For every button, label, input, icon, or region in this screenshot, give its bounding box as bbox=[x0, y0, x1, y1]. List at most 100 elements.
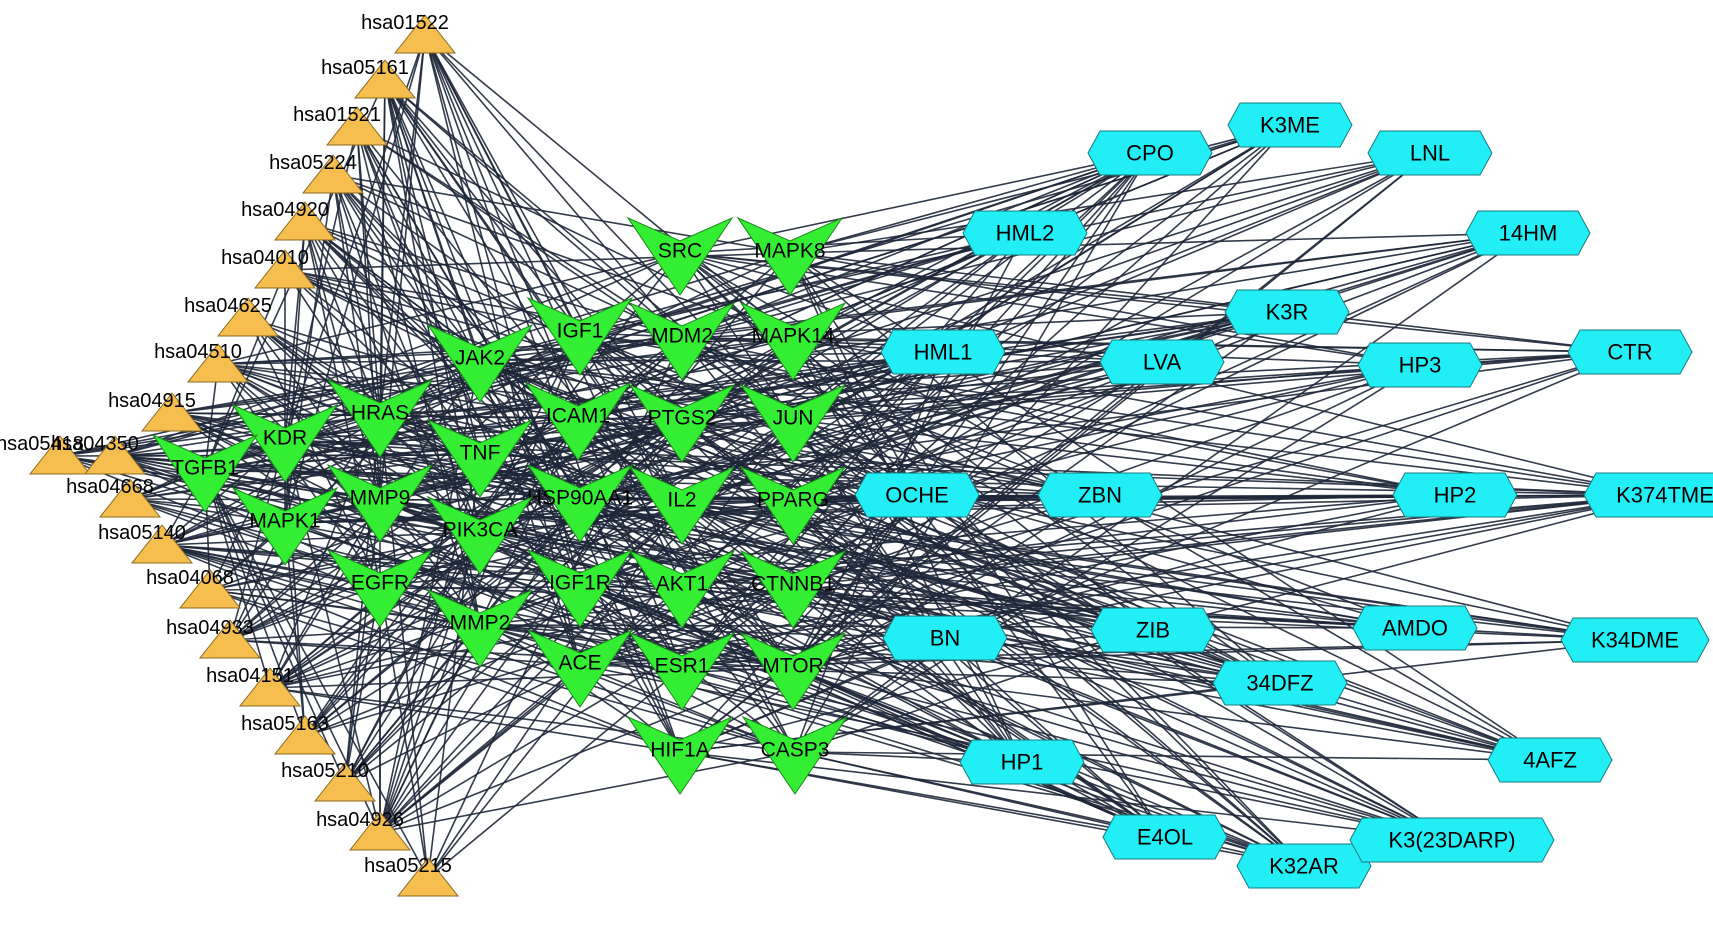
pathway-node[interactable] bbox=[301, 154, 365, 194]
edge bbox=[284, 269, 481, 456]
compound-node[interactable] bbox=[959, 739, 1085, 785]
target-node[interactable] bbox=[426, 495, 534, 575]
pathway-node[interactable] bbox=[186, 343, 250, 383]
pathway-node[interactable] bbox=[253, 249, 317, 289]
target-node[interactable] bbox=[628, 549, 736, 629]
compound-node[interactable] bbox=[1357, 342, 1483, 388]
target-node[interactable] bbox=[626, 216, 734, 296]
target-node[interactable] bbox=[739, 549, 847, 629]
edge bbox=[379, 624, 481, 833]
compound-node[interactable] bbox=[1102, 814, 1228, 860]
target-node[interactable] bbox=[736, 216, 844, 296]
compound-node[interactable] bbox=[1367, 130, 1493, 176]
pathway-node[interactable] bbox=[198, 619, 262, 659]
compound-node[interactable] bbox=[1487, 737, 1613, 783]
target-node[interactable] bbox=[326, 463, 434, 543]
target-node[interactable] bbox=[326, 548, 434, 628]
compound-node[interactable] bbox=[880, 329, 1006, 375]
compound-node[interactable] bbox=[1087, 130, 1213, 176]
pathway-node[interactable] bbox=[83, 435, 147, 475]
pathway-node[interactable] bbox=[396, 857, 460, 897]
compound-node[interactable] bbox=[1560, 617, 1710, 663]
target-label: MDM2 bbox=[651, 325, 713, 348]
pathway-node[interactable] bbox=[178, 569, 242, 609]
target-node[interactable] bbox=[628, 383, 736, 463]
target-node[interactable] bbox=[628, 631, 736, 711]
pathway-node[interactable] bbox=[130, 524, 194, 564]
compound-node[interactable] bbox=[1465, 210, 1591, 256]
target-node[interactable] bbox=[626, 715, 734, 795]
target-label: IGF1 bbox=[557, 320, 604, 343]
compound-node[interactable] bbox=[1227, 102, 1353, 148]
pathway-node[interactable] bbox=[216, 297, 280, 337]
pathway-node[interactable] bbox=[238, 667, 302, 707]
compound-node[interactable] bbox=[1212, 660, 1348, 706]
pathway-label: hsa05161 bbox=[321, 57, 409, 79]
target-node[interactable] bbox=[526, 296, 634, 376]
edge bbox=[344, 664, 581, 784]
target-node[interactable] bbox=[739, 465, 847, 545]
edge bbox=[384, 79, 794, 421]
edge bbox=[379, 584, 429, 879]
target-node[interactable] bbox=[326, 378, 434, 458]
target-node[interactable] bbox=[628, 465, 736, 545]
target-node[interactable] bbox=[231, 403, 339, 483]
target-node[interactable] bbox=[739, 301, 847, 381]
target-label: JAK2 bbox=[455, 347, 505, 370]
pathway-node[interactable] bbox=[28, 435, 92, 475]
edge bbox=[304, 221, 683, 339]
edge bbox=[579, 364, 1421, 666]
pathway-node[interactable] bbox=[325, 106, 389, 146]
target-label: AKT1 bbox=[656, 573, 709, 596]
edge bbox=[204, 469, 271, 689]
pathway-node[interactable] bbox=[273, 715, 337, 755]
edge bbox=[379, 531, 481, 833]
pathway-node[interactable] bbox=[353, 59, 417, 99]
compound-node[interactable] bbox=[854, 472, 980, 518]
edge bbox=[792, 337, 1166, 838]
compound-label: OCHE bbox=[885, 483, 949, 508]
pathway-node[interactable] bbox=[313, 762, 377, 802]
compound-node[interactable] bbox=[1583, 472, 1713, 518]
target-label: CASP3 bbox=[761, 739, 830, 762]
edge bbox=[479, 359, 1456, 496]
compound-node[interactable] bbox=[1352, 605, 1478, 651]
edge bbox=[379, 667, 794, 833]
pathway-node[interactable] bbox=[98, 478, 162, 518]
target-node[interactable] bbox=[426, 323, 534, 403]
edge bbox=[789, 152, 1431, 254]
compound-node[interactable] bbox=[1392, 472, 1518, 518]
compound-node[interactable] bbox=[1099, 339, 1225, 385]
compound-node[interactable] bbox=[1567, 329, 1693, 375]
compound-node[interactable] bbox=[1224, 289, 1350, 335]
target-node[interactable] bbox=[739, 383, 847, 463]
compound-node[interactable] bbox=[1349, 817, 1555, 863]
target-node[interactable] bbox=[526, 628, 634, 708]
target-node[interactable] bbox=[231, 486, 339, 566]
edge bbox=[209, 589, 796, 753]
edge bbox=[204, 469, 346, 784]
pathway-node[interactable] bbox=[140, 392, 204, 432]
target-node[interactable] bbox=[741, 715, 849, 795]
compound-node[interactable] bbox=[1236, 843, 1372, 889]
compound-node[interactable] bbox=[962, 210, 1088, 256]
edge bbox=[332, 174, 681, 753]
compound-node[interactable] bbox=[1090, 607, 1216, 653]
compound-node[interactable] bbox=[1037, 472, 1163, 518]
target-node[interactable] bbox=[426, 588, 534, 668]
target-node[interactable] bbox=[628, 301, 736, 381]
pathway-node[interactable] bbox=[348, 811, 412, 851]
compound-node[interactable] bbox=[882, 615, 1008, 661]
pathway-node[interactable] bbox=[273, 201, 337, 241]
edge bbox=[424, 34, 794, 339]
edge bbox=[577, 351, 944, 419]
edge bbox=[579, 332, 1453, 841]
target-node[interactable] bbox=[151, 433, 259, 513]
target-node[interactable] bbox=[526, 463, 634, 543]
edge bbox=[789, 152, 1151, 254]
target-node[interactable] bbox=[426, 418, 534, 498]
target-node[interactable] bbox=[739, 631, 847, 711]
target-node[interactable] bbox=[524, 381, 632, 461]
pathway-node[interactable] bbox=[393, 14, 457, 54]
target-node[interactable] bbox=[526, 548, 634, 628]
